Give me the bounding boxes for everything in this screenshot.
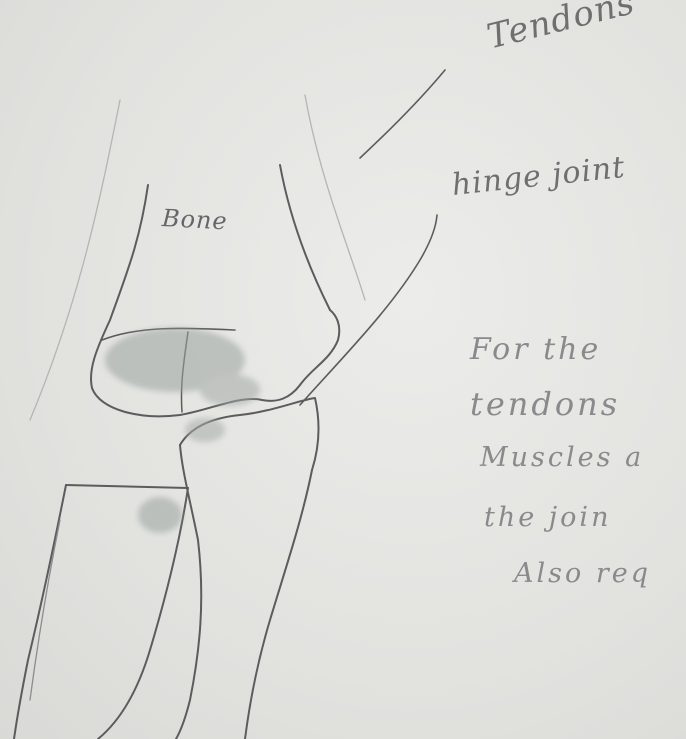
note-line-5: Also req — [514, 558, 651, 589]
note-line-2: tendons — [470, 385, 620, 423]
note-line-1: For the — [470, 332, 601, 367]
tendon-pointer-line — [360, 70, 445, 158]
lower-bone-right-edge — [245, 470, 312, 739]
second-bone-left-edge — [14, 485, 66, 739]
second-bone-inner-edge — [30, 520, 60, 700]
tendon-outline-right — [305, 95, 365, 300]
note-line-3: Muscles a — [480, 442, 644, 473]
note-line-4: the join — [484, 502, 611, 533]
second-bone-top — [66, 485, 188, 488]
tendon-outline-left — [30, 100, 120, 420]
hinge-pointer-line — [300, 215, 437, 405]
label-bone: Bone — [161, 204, 228, 235]
bone-head-shading — [105, 328, 260, 533]
upper-bone-right-edge — [280, 165, 330, 310]
